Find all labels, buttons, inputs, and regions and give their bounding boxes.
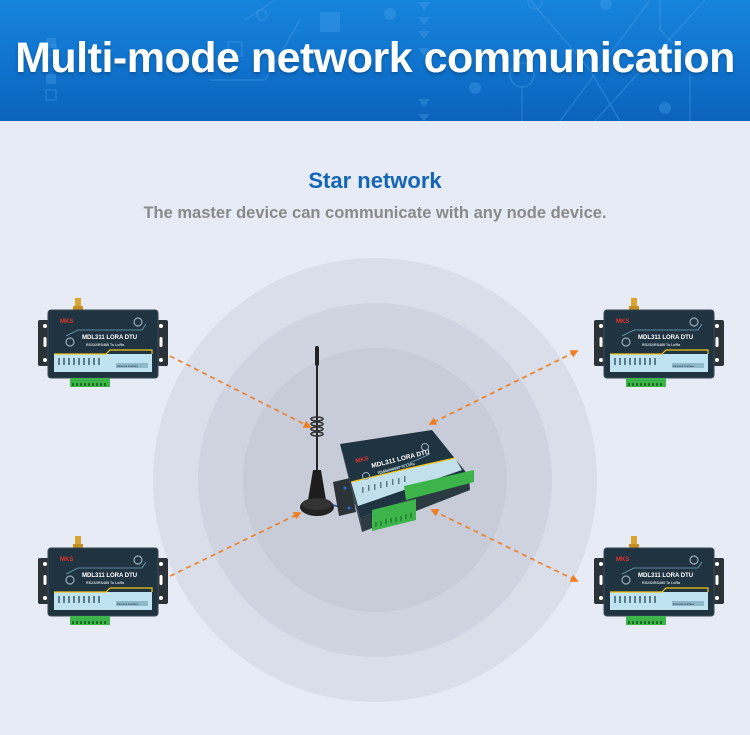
node-device-top-left: MKS MDL311 LORA DTU RS232/RS485 To LoRa … bbox=[37, 297, 169, 388]
page-title: Multi-mode network communication bbox=[15, 34, 735, 82]
section-title: Star network bbox=[308, 168, 442, 193]
node-tag: Personal Interface bbox=[117, 602, 139, 606]
header-banner: Multi-mode network communication bbox=[0, 0, 750, 121]
master-brand: MKS bbox=[355, 456, 369, 465]
node-desc: RS232/RS485 To LoRa bbox=[86, 343, 125, 347]
link-bottom-right bbox=[430, 509, 579, 582]
node-tag: Personal Interface bbox=[673, 602, 695, 606]
node-tag: Personal Interface bbox=[117, 364, 139, 368]
node-model: MDL311 LORA DTU bbox=[82, 573, 137, 579]
link-bottom-left bbox=[158, 512, 302, 582]
node-tag: Personal Interface bbox=[673, 364, 695, 368]
master-device: MKS MDL311 LORA DTU RS485/RS232 To LoRa bbox=[333, 430, 474, 532]
node-desc: RS232/RS485 To LoRa bbox=[642, 581, 681, 585]
node-brand: MKS bbox=[60, 319, 73, 325]
node-brand: MKS bbox=[616, 557, 629, 563]
node-model: MDL311 LORA DTU bbox=[638, 573, 693, 579]
node-device-bottom-right: MKS MDL311 LORA DTU RS232/RS485 To LoRa … bbox=[593, 535, 725, 626]
node-model: MDL311 LORA DTU bbox=[638, 335, 693, 341]
node-brand: MKS bbox=[60, 557, 73, 563]
node-brand: MKS bbox=[616, 319, 629, 325]
link-top-left bbox=[158, 350, 312, 428]
node-device-top-right: MKS MDL311 LORA DTU RS232/RS485 To LoRa … bbox=[593, 297, 725, 388]
section-subtitle: The master device can communicate with a… bbox=[143, 204, 607, 222]
node-model: MDL311 LORA DTU bbox=[82, 335, 137, 341]
antenna-icon bbox=[300, 346, 361, 516]
node-device-bottom-left: MKS MDL311 LORA DTU RS232/RS485 To LoRa … bbox=[37, 535, 169, 626]
node-desc: RS232/RS485 To LoRa bbox=[86, 581, 125, 585]
node-desc: RS232/RS485 To LoRa bbox=[642, 343, 681, 347]
circuit-pattern-decoration bbox=[45, 0, 706, 121]
